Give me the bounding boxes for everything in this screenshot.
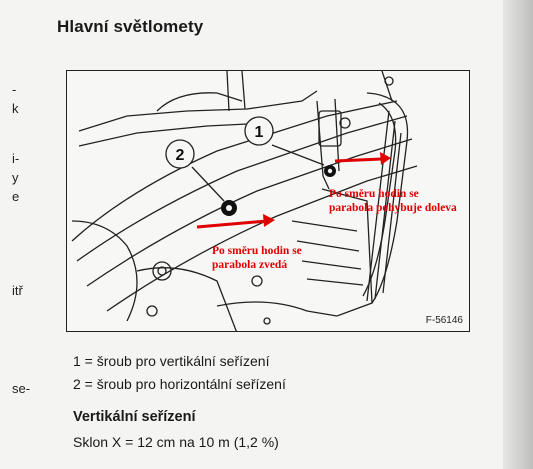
- callout-1: 1: [255, 124, 264, 141]
- legend-item-2: 2 = šroub pro horizontální seřízení: [73, 376, 286, 392]
- section-heading: Vertikální seřízení: [73, 409, 196, 425]
- margin-fragment: y: [12, 170, 19, 185]
- tilt-spec: Sklon X = 12 cm na 10 m (1,2 %): [73, 434, 279, 450]
- margin-fragment: e: [12, 189, 20, 204]
- red-arrow-right-upper: [334, 157, 384, 163]
- annotation-vertical: Po směru hodin se parabola zvedá: [212, 245, 302, 271]
- annotation-horizontal: Po směru hodin se parabola pohybuje dole…: [329, 188, 457, 214]
- margin-fragment: -: [12, 82, 17, 97]
- callout-2: 2: [176, 147, 185, 164]
- margin-fragment: itř: [12, 283, 23, 298]
- legend-item-1: 1 = šroub pro vertikální seřízení: [73, 353, 270, 369]
- headlight-line-drawing: 2 1: [71, 71, 418, 331]
- headlight-diagram: 2 1 F-56146: [66, 70, 470, 332]
- page-edge-shadow: [503, 0, 533, 469]
- page-title: Hlavní světlomety: [57, 17, 204, 36]
- margin-fragment: k: [12, 101, 19, 116]
- margin-fragment: i-: [12, 151, 20, 166]
- figure-code: F-56146: [425, 315, 463, 326]
- red-arrow-right-lower: [196, 219, 268, 229]
- margin-fragment: se-: [12, 381, 31, 396]
